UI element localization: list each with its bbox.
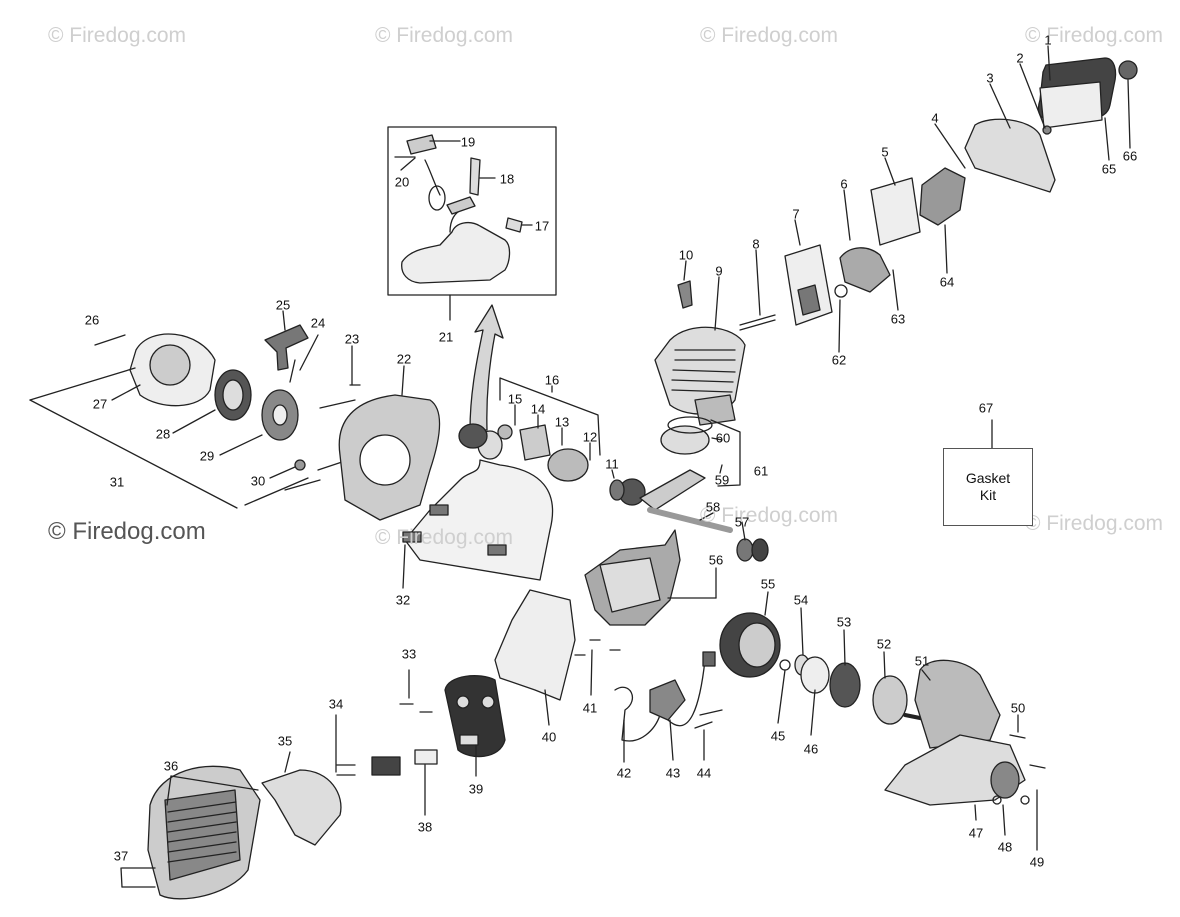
callout-label: 56 (708, 552, 724, 568)
callout-label: 9 (715, 263, 723, 279)
callout-label: 25 (275, 297, 291, 313)
callout-label: 37 (113, 848, 129, 864)
callout-label: 51 (914, 653, 930, 669)
callout-label: 45 (770, 728, 786, 744)
watermark: © Firedog.com (48, 24, 187, 47)
callout-label: 3 (986, 70, 994, 86)
callout-label: 43 (665, 765, 681, 781)
callout-label: 44 (696, 765, 712, 781)
gasket-kit-label-line1: Gasket (965, 469, 1011, 486)
cylinder-assembly (654, 280, 776, 426)
callout-label: 18 (499, 171, 515, 187)
callout-label: 24 (310, 315, 326, 331)
callout-label: 30 (250, 473, 266, 489)
callout-label: 10 (678, 247, 694, 263)
watermark: © Firedog.com (375, 526, 514, 549)
watermark: © Firedog.com (1025, 24, 1164, 47)
callout-label: 57 (734, 514, 750, 530)
watermark-primary: © Firedog.com (48, 518, 206, 545)
callout-label: 11 (605, 456, 619, 472)
callout-label: 52 (876, 636, 892, 652)
fuel-tank-inset (387, 126, 557, 296)
leader-lines (111, 45, 1131, 888)
clutch-housing (884, 659, 1046, 806)
callout-label: 60 (715, 430, 731, 446)
callout-label: 40 (541, 729, 557, 745)
callout-label: 58 (705, 499, 721, 515)
callout-label: 15 (507, 391, 523, 407)
watermark: © Firedog.com (1025, 512, 1164, 535)
callout-label: 65 (1101, 161, 1117, 177)
callout-label: 32 (395, 592, 411, 608)
callout-label: 12 (582, 429, 598, 445)
callout-label: 53 (836, 614, 852, 630)
callout-label: 41 (582, 700, 598, 716)
callout-label: 48 (997, 839, 1013, 855)
callout-label: 14 (530, 401, 546, 417)
heat-shield (494, 589, 576, 701)
watermark: © Firedog.com (375, 24, 514, 47)
crankcase-housing (338, 394, 554, 581)
callout-label: 36 (163, 758, 179, 774)
callout-label: 28 (155, 426, 171, 442)
callout-label: 16 (544, 372, 560, 388)
muffler (399, 675, 506, 758)
callout-label: 31 (109, 474, 125, 490)
callout-label: 2 (1016, 50, 1024, 66)
callout-label: 6 (840, 176, 848, 192)
gasket-kit-box: Gasket Kit (943, 448, 1033, 526)
callout-label: 27 (92, 396, 108, 412)
callout-label: 55 (760, 576, 776, 592)
callout-label: 23 (344, 331, 360, 347)
crankshaft-piston (477, 416, 769, 562)
callout-label: 61 (753, 463, 769, 479)
callout-label: 67 (978, 400, 994, 416)
callout-label: 34 (328, 696, 344, 712)
callout-label: 33 (401, 646, 417, 662)
callout-label: 49 (1029, 854, 1045, 870)
callout-label: 4 (931, 110, 939, 126)
callout-label: 50 (1010, 700, 1026, 716)
callout-label: 21 (438, 329, 454, 345)
watermark: © Firedog.com (700, 504, 839, 527)
callout-label: 7 (792, 206, 800, 222)
callout-label: 19 (460, 134, 476, 150)
callout-label: 46 (803, 741, 819, 757)
cylinder-cover (147, 749, 438, 900)
callout-label: 13 (554, 414, 570, 430)
callout-label: 22 (396, 351, 412, 367)
crankcase-56 (574, 529, 681, 656)
air-filter-assembly (784, 57, 1138, 326)
callout-label: 39 (468, 781, 484, 797)
callout-label: 17 (534, 218, 550, 234)
callout-label: 5 (881, 144, 889, 160)
callout-label: 47 (968, 825, 984, 841)
callout-label: 8 (752, 236, 760, 252)
callout-label: 62 (831, 352, 847, 368)
callout-label: 42 (616, 765, 632, 781)
callout-label: 54 (793, 592, 809, 608)
starter-assembly (29, 324, 361, 509)
callout-label: 64 (939, 274, 955, 290)
callout-label: 63 (890, 311, 906, 327)
callout-label: 26 (84, 312, 100, 328)
callout-label: 35 (277, 733, 293, 749)
callout-label: 59 (714, 472, 730, 488)
callout-label: 20 (394, 174, 410, 190)
ignition-and-flywheel (614, 612, 932, 742)
gasket-kit-label-line2: Kit (979, 487, 997, 503)
watermark: © Firedog.com (700, 24, 839, 47)
callout-label: 38 (417, 819, 433, 835)
callout-label: 29 (199, 448, 215, 464)
callout-label: 66 (1122, 148, 1138, 164)
callout-label: 1 (1044, 32, 1052, 48)
